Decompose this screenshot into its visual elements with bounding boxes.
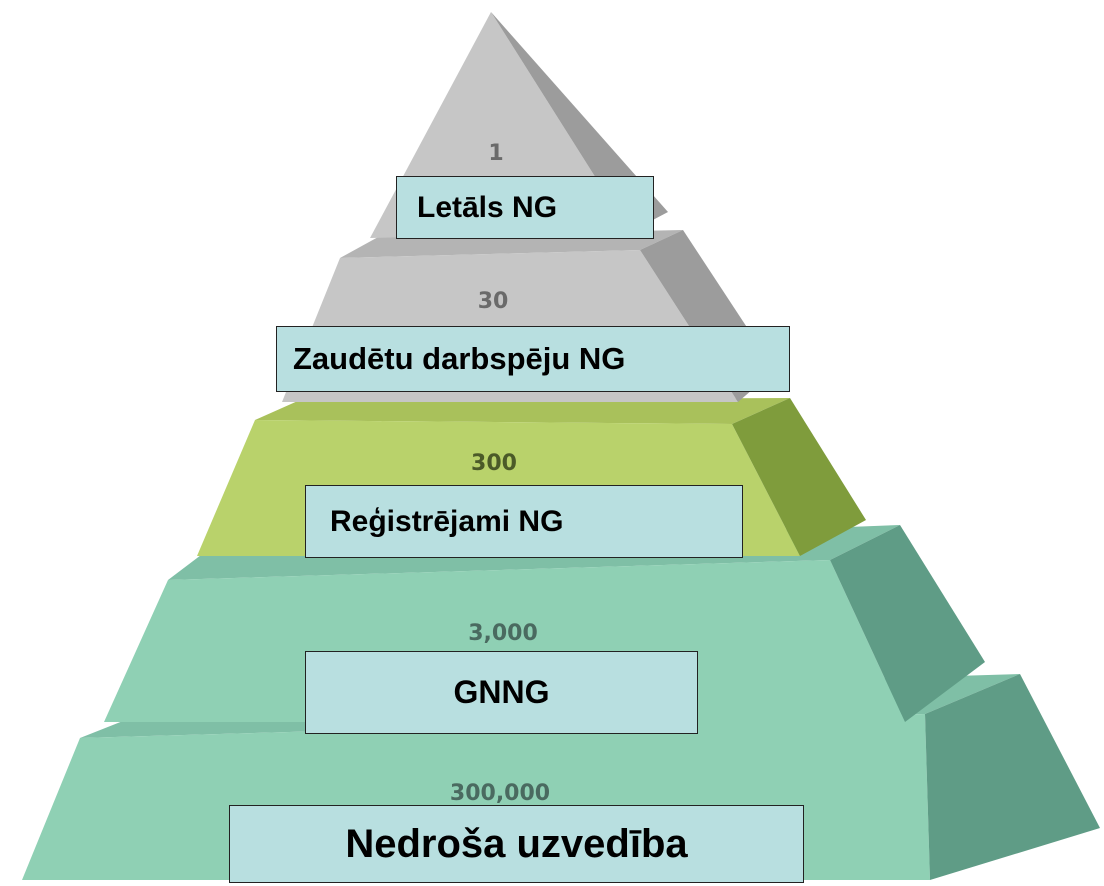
tier-middle-count: 300	[471, 451, 517, 476]
tier-second-count: 30	[478, 289, 509, 314]
tier-bottom-side-face	[925, 674, 1100, 880]
label-lost-time-accident: Zaudētu darbspēju NG	[276, 326, 790, 392]
label-lethal-accident: Letāls NG	[396, 176, 654, 239]
tier-fourth-side-face	[830, 525, 985, 722]
tier-bottom-count: 300,000	[450, 781, 550, 806]
tier-middle-top-face	[255, 398, 790, 424]
label-recordable-accident: Reģistrējami NG	[305, 485, 743, 558]
label-unsafe-behavior: Nedroša uzvedība	[229, 805, 804, 883]
tier-middle-side-face	[732, 398, 866, 556]
tier-fourth-count: 3,000	[468, 621, 538, 646]
tier-apex-count: 1	[488, 141, 503, 166]
label-near-miss: GNNG	[305, 651, 698, 734]
tier-fourth: 3,000	[104, 525, 985, 722]
tier-fourth-front-face	[104, 560, 905, 722]
